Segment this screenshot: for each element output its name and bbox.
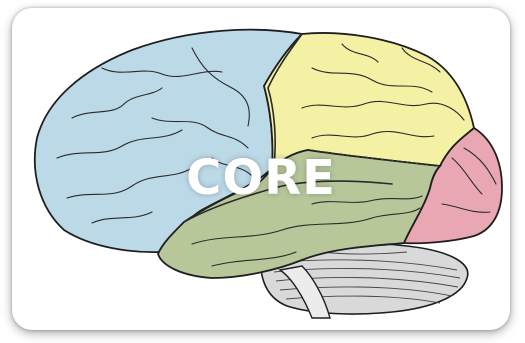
parietal-lobe-region [264, 33, 474, 168]
caption-text: CORE [12, 150, 510, 206]
image-card: CORE [12, 8, 510, 330]
